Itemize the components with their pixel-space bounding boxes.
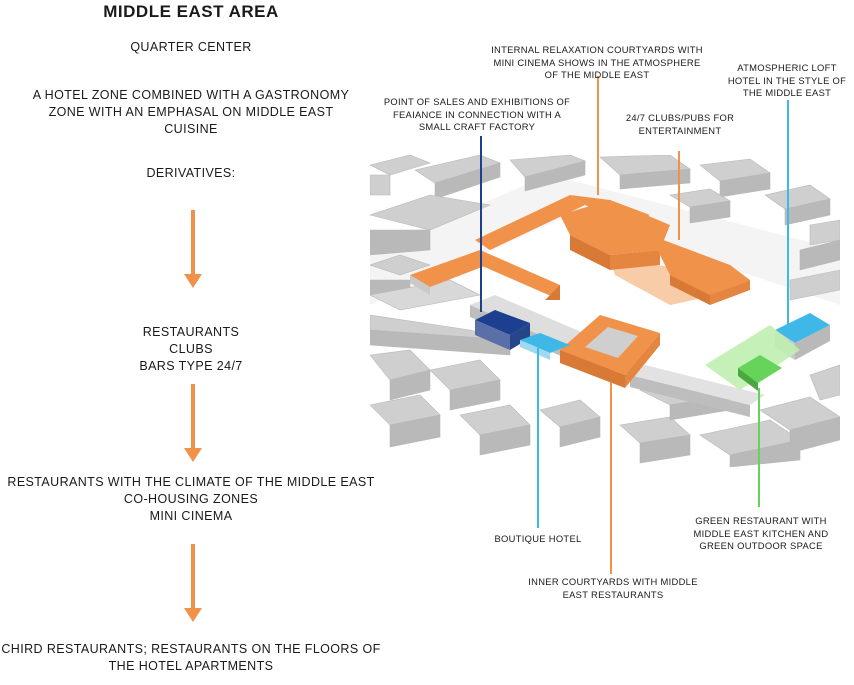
- background-buildings: [370, 155, 840, 467]
- annotation-loft-hotel: ATMOSPHERIC LOFT HOTEL IN THE STYLE OF T…: [727, 62, 847, 98]
- arrow-down-icon: [184, 210, 202, 288]
- annotation-boutique-hotel: BOUTIQUE HOTEL: [494, 533, 582, 544]
- annotation-inner-courtyards: INNER COURTYARDS WITH MIDDLE EAST RESTAU…: [528, 576, 698, 600]
- subtitle: QUARTER CENTER: [130, 40, 252, 54]
- city-map: [370, 155, 840, 467]
- annotation-courtyards-cinema: INTERNAL RELAXATION COURTYARDS WITH MINI…: [491, 44, 703, 80]
- page-title: MIDDLE EAST AREA: [103, 2, 279, 21]
- annotation-clubs-pubs: 24/7 CLUBS/PUBS FOR ENTERTAINMENT: [625, 112, 735, 136]
- point-of-sales-building: [475, 310, 530, 350]
- derivatives-label: DERIVATIVES:: [146, 166, 236, 180]
- arrow-down-icon: [184, 544, 202, 622]
- step-1: RESTAURANTS CLUBS BARS TYPE 24/7: [139, 325, 243, 373]
- step-3: CHIRD RESTAURANTS; RESTAURANTS ON THE FL…: [1, 642, 381, 673]
- arrow-down-icon: [184, 384, 202, 462]
- orange-hotel-zone: [410, 195, 750, 305]
- step-2: RESTAURANTS WITH THE CLIMATE OF THE MIDD…: [7, 475, 375, 523]
- inner-courtyard-building: [560, 315, 660, 388]
- annotation-green-restaurant: GREEN RESTAURANT WITH MIDDLE EAST KITCHE…: [693, 515, 829, 551]
- green-restaurant-building: [705, 325, 800, 391]
- annotation-point-of-sales: POINT OF SALES AND EXHIBITIONS OF FEAIAN…: [383, 96, 571, 132]
- boutique-hotel-building: [520, 333, 570, 360]
- description: A HOTEL ZONE COMBINED WITH A GASTRONOMY …: [32, 88, 350, 136]
